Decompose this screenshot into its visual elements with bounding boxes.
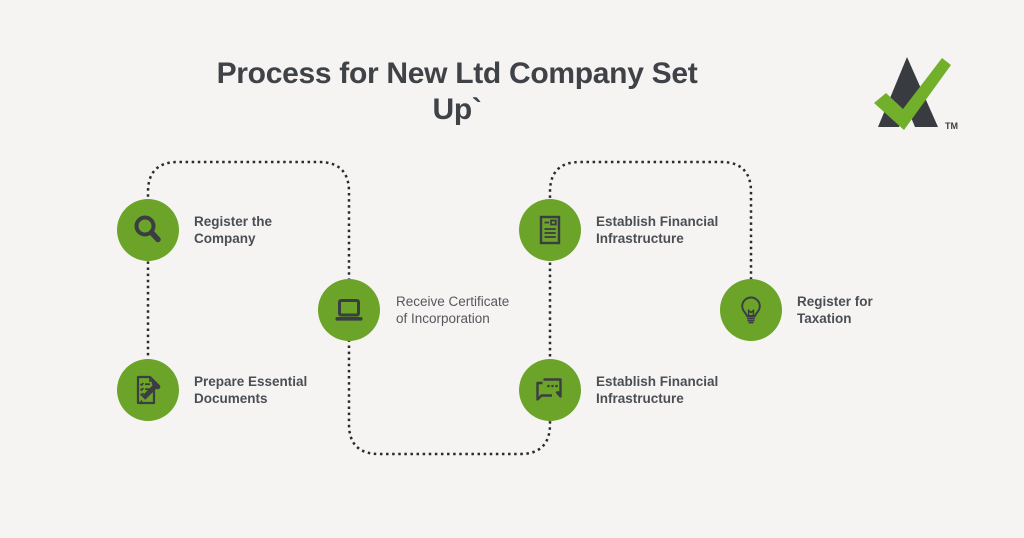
page-title: Process for New Ltd Company Set Up` xyxy=(216,57,698,126)
step-node-establish-financial-bottom xyxy=(519,359,581,421)
step-node-establish-financial-top xyxy=(519,199,581,261)
step-node-register-taxation xyxy=(720,279,782,341)
checklist-pencil-icon xyxy=(136,375,161,405)
laptop-icon xyxy=(335,299,363,321)
step-node-prepare-documents xyxy=(117,359,179,421)
step-label-register-taxation: Register for Taxation xyxy=(797,294,873,326)
step-node-receive-certificate xyxy=(318,279,380,341)
logo-tm-mark: TM xyxy=(945,121,958,131)
company-logo: TM xyxy=(874,57,958,131)
chat-bubbles-icon xyxy=(536,378,562,401)
step-label-establish-financial-top: Establish Financial Infrastructure xyxy=(596,214,719,246)
step-label-establish-financial-bottom: Establish Financial Infrastructure xyxy=(596,374,719,406)
step-label-register-company: Register the Company xyxy=(194,214,273,246)
step-node-register-company xyxy=(117,199,179,261)
step-label-prepare-documents: Prepare Essential Documents xyxy=(194,374,308,406)
step-label-receive-certificate: Receive Certificate of Incorporation xyxy=(396,294,510,326)
lightbulb-icon xyxy=(741,296,761,324)
document-icon xyxy=(539,215,561,245)
magnifier-icon xyxy=(134,215,161,243)
logo-checkmark-icon xyxy=(874,58,951,130)
